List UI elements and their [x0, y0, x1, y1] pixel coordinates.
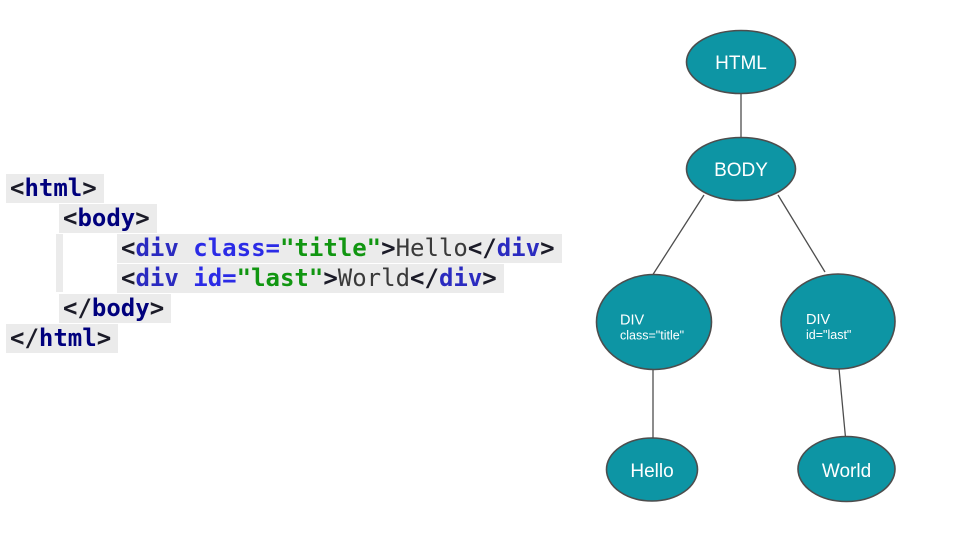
code-token-string: "last" [236, 264, 324, 292]
code-token-content: World [337, 264, 411, 292]
code-token-attr: id [193, 264, 223, 292]
code-token-attr: = [222, 264, 237, 292]
tree-node-world-label: World [822, 461, 871, 482]
tree-node-body [685, 136, 797, 202]
code-token-bracket: </ [63, 294, 92, 322]
code-token-bracket: > [323, 264, 338, 292]
tree-node-div-last [780, 273, 896, 370]
code-token-bracket: < [10, 174, 25, 202]
code-token-tagroot: html [24, 174, 83, 202]
code-token-content: Hello [395, 234, 468, 262]
code-line: <div class="title">Hello</div> [117, 234, 562, 263]
tree-node-html-label: HTML [715, 53, 767, 74]
tree-node-html [685, 29, 797, 95]
tree-node-hello-label: Hello [630, 461, 673, 482]
code-line: <div id="last">World</div> [117, 264, 504, 293]
tree-node-div-last-label: DIV [806, 312, 831, 328]
code-token-tag: div [496, 234, 541, 262]
tree-node-div-title-label: DIV [620, 313, 645, 329]
indent-highlight-strip [56, 234, 63, 292]
code-token-tagroot: body [91, 294, 150, 322]
code-token-tag: div [135, 264, 179, 292]
code-token-bracket: > [96, 324, 112, 352]
code-token-tagroot: body [77, 204, 136, 232]
tree-node-div-title-attr: class="title" [620, 329, 684, 343]
tree-node-hello [605, 437, 699, 502]
code-token-string: "title" [279, 234, 382, 262]
edge-div2-world [838, 368, 847, 438]
code-token-tagroot: html [38, 324, 97, 352]
code-token-bracket: > [135, 204, 150, 232]
tree-node-body-label: BODY [714, 160, 768, 181]
code-block: <html><body><div class="title">Hello</di… [6, 174, 562, 353]
code-token-bracket: > [482, 264, 497, 292]
tree-node-world [797, 435, 896, 503]
edge-body-div2 [777, 194, 826, 273]
tree-node-div-title [595, 273, 713, 371]
code-token-attr: = [265, 234, 280, 262]
code-token-bracket: </ [410, 264, 439, 292]
code-token-bracket: > [82, 174, 97, 202]
edge-body-div1 [651, 194, 705, 277]
code-token-attr: class [193, 234, 266, 262]
code-token-bracket: </ [10, 324, 39, 352]
code-line: </html> [6, 324, 119, 353]
code-token-bracket: </ [467, 234, 497, 262]
code-token-bracket: > [381, 234, 396, 262]
code-token-bracket: < [63, 204, 78, 232]
code-line: </body> [59, 294, 172, 323]
code-token-tag: div [135, 234, 179, 262]
code-token-bracket: < [121, 264, 136, 292]
code-line: <body> [59, 204, 157, 233]
code-line: <html> [6, 174, 104, 203]
code-token-bracket: > [149, 294, 165, 322]
code-token-bracket: < [121, 234, 136, 262]
code-token-bracket: > [540, 234, 555, 262]
tree-node-div-last-attr: id="last" [806, 328, 851, 342]
code-token-tag: div [438, 264, 483, 292]
